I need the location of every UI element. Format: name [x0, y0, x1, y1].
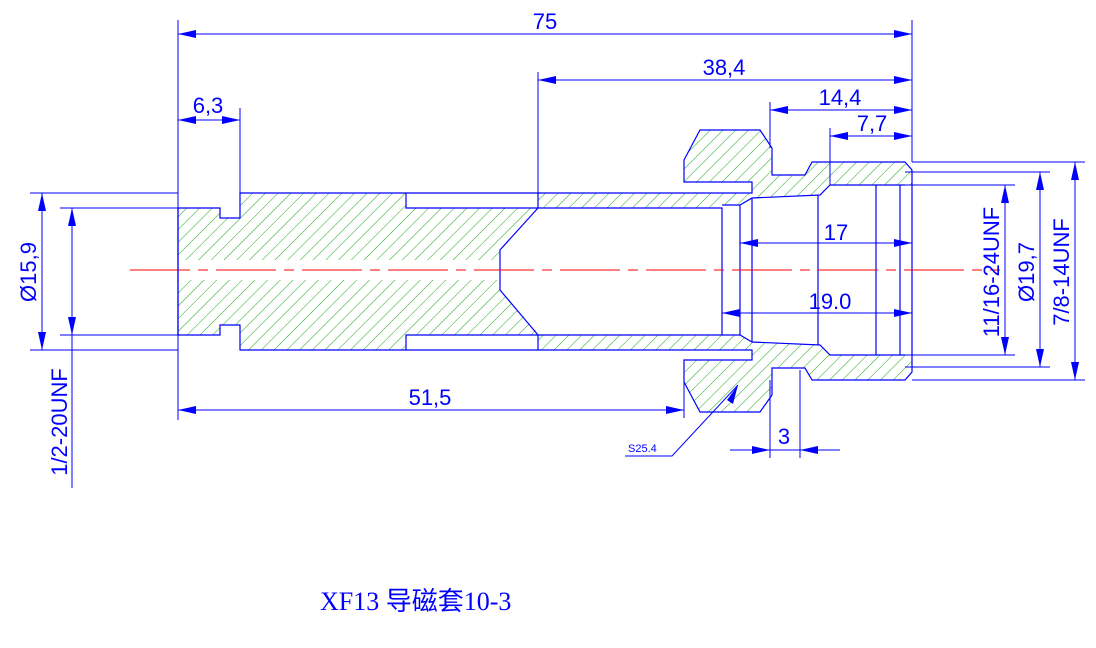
dim-right-thread-inner: 11/16-24UNF: [979, 207, 1004, 337]
part-outline-upper: [177, 129, 913, 413]
part-section: [177, 129, 913, 413]
dim-bore-depth: 38,4: [703, 55, 746, 80]
dim-inner-19: 19.0: [809, 289, 852, 314]
dim-inner-17: 17: [824, 220, 848, 245]
dim-left-step: 6,3: [193, 93, 224, 118]
dim-groove-width: 3: [778, 424, 790, 449]
dim-left-diameter: Ø15,9: [16, 242, 41, 302]
dim-thread-length: 7,7: [857, 111, 888, 136]
lower-wall-hatch: [178, 280, 912, 412]
dim-head-length: 14,4: [819, 85, 862, 110]
dim-left-thread: 1/2-20UNF: [47, 368, 72, 476]
dimension-labels: 75 38,4 14,4 7,7 6,3 51,5 3 17 19.0 Ø15,…: [16, 9, 1074, 476]
dim-body-length: 51,5: [409, 385, 452, 410]
drawing-caption: XF13 导磁套10-3: [320, 587, 511, 616]
dimension-lines: [30, 20, 1085, 488]
dim-right-thread-outer: 7/8-14UNF: [1049, 218, 1074, 326]
dim-sphere-radius: S25.4: [628, 443, 657, 455]
dim-overall-length: 75: [533, 9, 557, 34]
dim-right-diameter: Ø19,7: [1014, 242, 1039, 302]
upper-wall-hatch: [178, 130, 912, 260]
